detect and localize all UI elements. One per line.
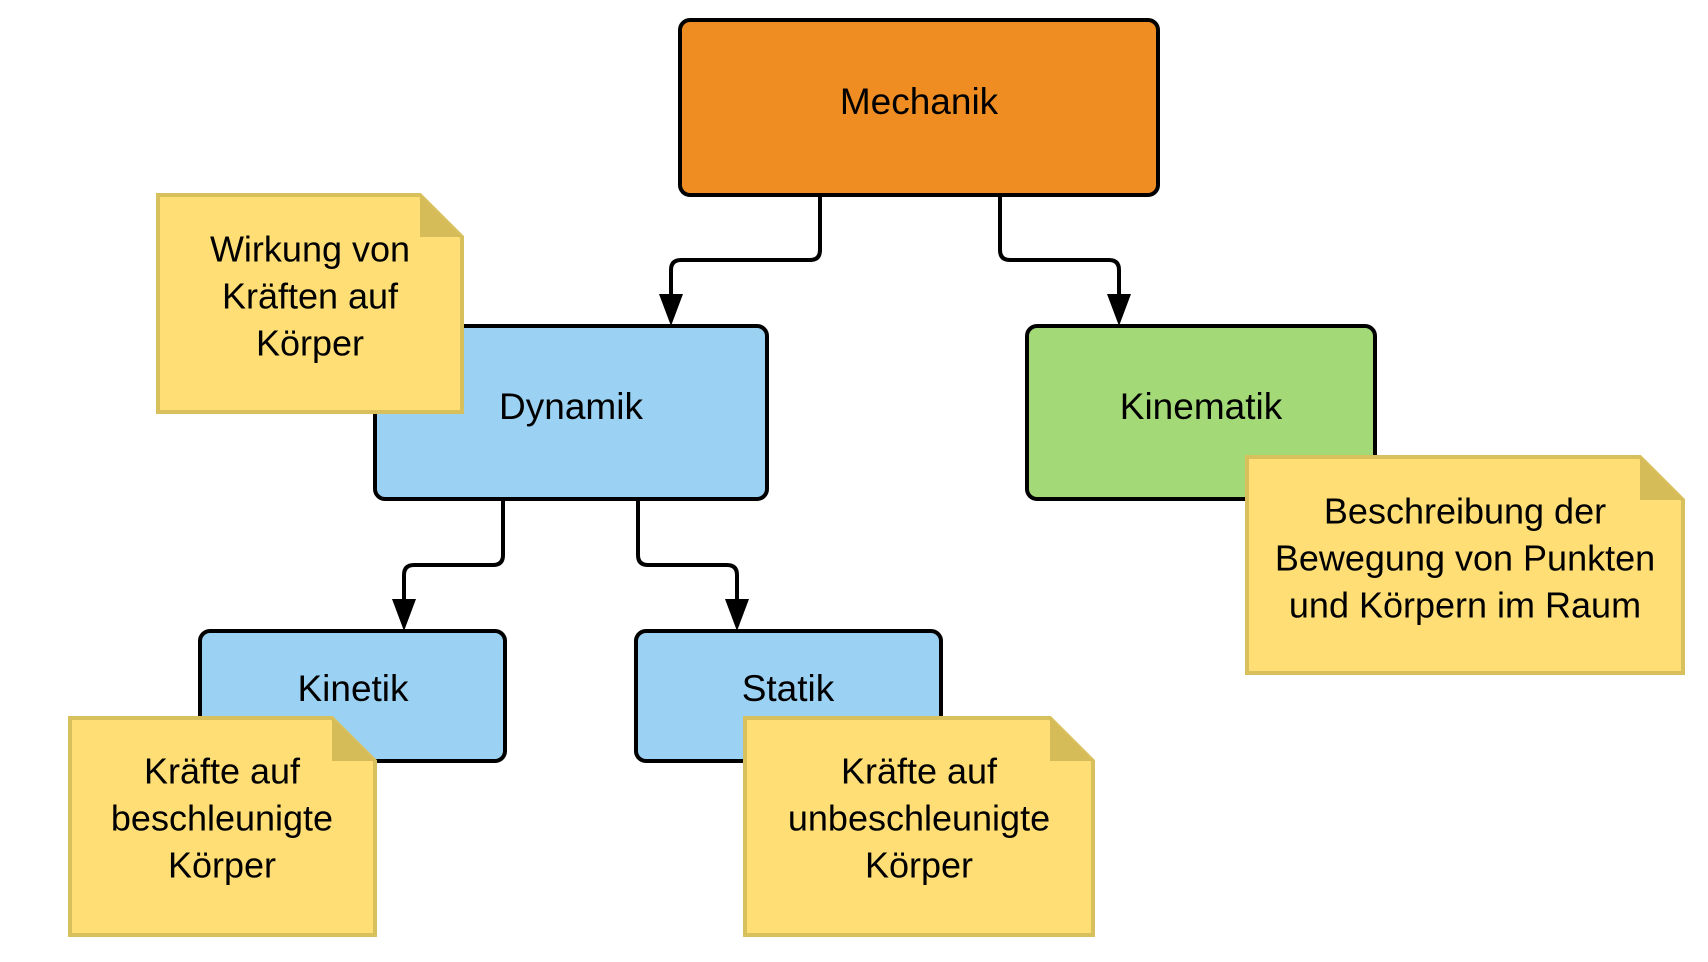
node-dynamik-label: Dynamik [499, 386, 643, 427]
note-dynamik-fold [420, 195, 462, 237]
note-statik-line-1: Kräfte auf [841, 751, 998, 792]
note-dynamik-line-1: Wirkung von [210, 229, 410, 270]
note-kinetik-line-3: Körper [168, 845, 276, 886]
edge-dynamik-statik [636, 500, 739, 605]
note-kinematik-body [1245, 455, 1685, 675]
node-statik-label: Statik [742, 668, 835, 709]
note-kinematik-line-1: Beschreibung der [1324, 491, 1606, 532]
note-dynamik-body [156, 193, 464, 414]
note-kinetik-line-2: beschleunigte [111, 798, 333, 839]
edge-mechanik-kinematik [998, 196, 1121, 300]
note-statik-fold [1050, 718, 1093, 761]
arrowhead-statik [725, 599, 749, 631]
node-mechanik[interactable]: Mechanik [678, 18, 1160, 197]
node-mechanik-box [678, 18, 1160, 197]
arrowhead-dynamik [659, 294, 683, 326]
arrowhead-kinetik [392, 599, 416, 631]
note-statik-line-2: unbeschleunigte [788, 798, 1050, 839]
arrowhead-kinematik [1107, 294, 1131, 326]
note-kinetik-fold [332, 718, 375, 761]
note-kinetik-line-1: Kräfte auf [144, 751, 301, 792]
node-kinematik-label: Kinematik [1120, 386, 1283, 427]
note-statik-body [743, 716, 1095, 937]
node-kinetik-label: Kinetik [297, 668, 409, 709]
note-kinetik[interactable]: Kräfte auf beschleunigte Körper [68, 716, 377, 937]
note-kinematik[interactable]: Beschreibung der Bewegung von Punkten un… [1245, 455, 1685, 675]
edge-mechanik-dynamik [669, 196, 822, 300]
note-dynamik-line-2: Kräften auf [222, 276, 399, 317]
node-mechanik-label: Mechanik [840, 81, 999, 122]
edge-dynamik-kinetik [402, 500, 505, 605]
note-kinematik-line-3: und Körpern im Raum [1289, 585, 1641, 626]
note-statik[interactable]: Kräfte auf unbeschleunigte Körper [743, 716, 1095, 937]
note-statik-line-3: Körper [865, 845, 973, 886]
note-kinematik-line-2: Bewegung von Punkten [1275, 538, 1655, 579]
note-dynamik-line-3: Körper [256, 323, 364, 364]
connectors [392, 196, 1131, 631]
note-dynamik[interactable]: Wirkung von Kräften auf Körper [156, 193, 464, 414]
note-kinetik-body [68, 716, 377, 937]
note-kinematik-fold [1640, 457, 1683, 500]
